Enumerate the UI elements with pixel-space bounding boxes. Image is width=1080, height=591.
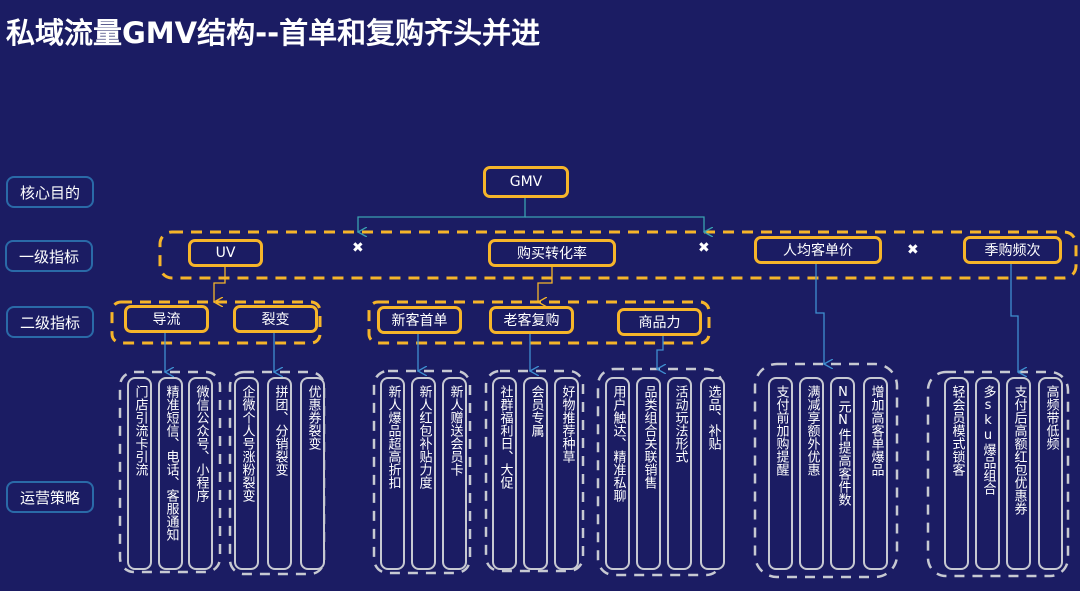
- frequency-connector: [1010, 262, 1018, 372]
- strategy-text: 轻会员模式锁客: [949, 385, 965, 476]
- traffic-node: 导流: [124, 305, 209, 333]
- strategy-group-aov: [753, 362, 899, 579]
- first-order-node: 新客首单: [377, 306, 462, 334]
- strategy-item: 支付后高额红包优惠券: [1006, 377, 1031, 570]
- strategy-text: 选品、补贴: [705, 385, 721, 450]
- strategy-item: 优惠券裂变: [300, 377, 325, 570]
- strategy-text: 品类组合关联销售: [641, 385, 657, 489]
- level1-group-frame: [158, 230, 1078, 280]
- strategy-item: 新人爆品超高折扣: [380, 377, 405, 570]
- strategy-group-frequency: [926, 370, 1070, 578]
- strategy-item: 活动玩法形式: [667, 377, 692, 570]
- frequency-node: 季购频次: [963, 236, 1062, 264]
- aov-node: 人均客单价: [754, 236, 882, 264]
- conversion-node: 购买转化率: [488, 239, 616, 267]
- multiply-icon: ✖: [907, 242, 919, 258]
- strategy-item: 高频带低频: [1038, 377, 1063, 570]
- strategy-text: 好物推荐种草: [559, 385, 575, 463]
- gmv-connector: [358, 197, 526, 232]
- fission-node: 裂变: [233, 305, 318, 333]
- row-label-core: 核心目的: [6, 176, 94, 208]
- strategy-item: 支付前加购提醒: [768, 377, 793, 570]
- strategy-item: N元N件提高客件数: [830, 377, 855, 570]
- repurchase-node: 老客复购: [489, 306, 574, 334]
- strategy-item: 品类组合关联销售: [636, 377, 661, 570]
- strategy-text: 增加高客单爆品: [868, 385, 884, 476]
- strategy-text: 活动玩法形式: [672, 385, 688, 463]
- strategy-text: 新人爆品超高折扣: [385, 385, 401, 489]
- product-node: 商品力: [617, 308, 702, 336]
- strategy-item: 多sku爆品组合: [975, 377, 1000, 570]
- page-title: 私域流量GMV结构--首单和复购齐头并进: [6, 16, 541, 50]
- strategy-text: 用户触达、精准私聊: [610, 385, 626, 502]
- strategy-item: 选品、补贴: [700, 377, 725, 570]
- strategy-text: 多sku爆品组合: [980, 385, 996, 495]
- strategy-group-fission: [228, 370, 326, 576]
- product-connector: [657, 335, 663, 369]
- uv-connector: [214, 266, 226, 302]
- strategy-text: 企微个人号涨粉裂变: [239, 385, 255, 502]
- strategy-item: 新人赠送会员卡: [442, 377, 467, 570]
- strategy-text: 新人赠送会员卡: [447, 385, 463, 476]
- strategy-item: 精准短信、电话、客服通知: [158, 377, 183, 570]
- strategy-text: 优惠券裂变: [305, 385, 321, 450]
- aov-connector: [815, 262, 824, 364]
- gmv-node: GMV: [483, 166, 569, 198]
- row-label-level1: 一级指标: [5, 240, 93, 272]
- strategy-item: 社群福利日、大促: [492, 377, 517, 570]
- strategy-text: 高频带低频: [1043, 385, 1059, 450]
- strategy-text: 满减享额外优惠: [804, 385, 820, 476]
- strategy-text: 精准短信、电话、客服通知: [163, 385, 179, 541]
- strategy-item: 好物推荐种草: [554, 377, 579, 570]
- strategy-text: 拼团、分销裂变: [272, 385, 288, 476]
- strategy-item: 新人红包补贴力度: [411, 377, 436, 570]
- strategy-item: 满减享额外优惠: [799, 377, 824, 570]
- strategy-text: 微信公众号、小程序: [193, 385, 209, 502]
- strategy-item: 拼团、分销裂变: [267, 377, 292, 570]
- strategy-item: 会员专属: [523, 377, 548, 570]
- conversion-connector: [538, 266, 553, 302]
- strategy-item: 增加高客单爆品: [863, 377, 888, 570]
- strategy-text: 新人红包补贴力度: [416, 385, 432, 489]
- row-label-level2: 二级指标: [6, 306, 94, 338]
- strategy-text: 社群福利日、大促: [497, 385, 513, 489]
- strategy-text: 支付前加购提醒: [773, 385, 789, 476]
- strategy-item: 微信公众号、小程序: [188, 377, 213, 570]
- strategy-item: 用户触达、精准私聊: [605, 377, 630, 570]
- multiply-icon: ✖: [352, 240, 364, 256]
- strategy-text: N元N件提高客件数: [835, 385, 851, 506]
- strategy-text: 支付后高额红包优惠券: [1011, 385, 1027, 515]
- row-label-strategy: 运营策略: [6, 481, 94, 513]
- multiply-icon: ✖: [698, 240, 710, 256]
- uv-node: UV: [188, 239, 263, 267]
- strategy-item: 门店引流卡引流: [127, 377, 152, 570]
- strategy-item: 企微个人号涨粉裂变: [234, 377, 259, 570]
- gmv-connector-right: [525, 216, 704, 232]
- strategy-text: 会员专属: [528, 385, 544, 437]
- strategy-text: 门店引流卡引流: [132, 385, 148, 476]
- strategy-item: 轻会员模式锁客: [944, 377, 969, 570]
